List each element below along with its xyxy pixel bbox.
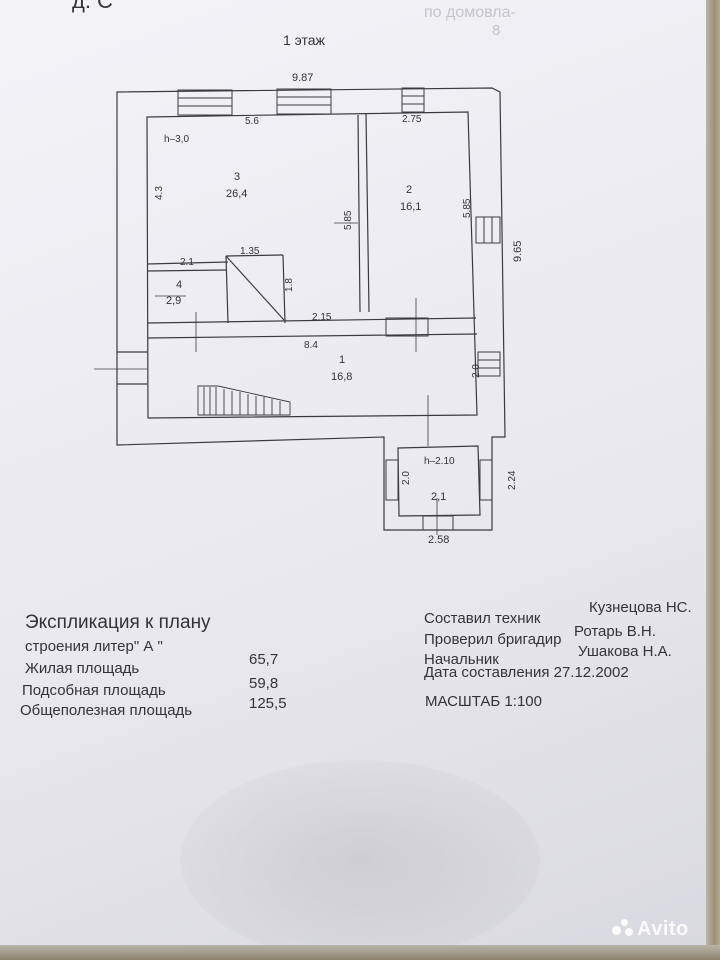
dim-room2-width: 2.75 (402, 114, 422, 125)
compiled-by-label: Составил техник (424, 610, 541, 627)
room-3-number: 3 (234, 171, 240, 183)
explication-title: Экспликация к плану (25, 612, 211, 633)
dim-hall-depth: 2.0 (471, 364, 482, 378)
dim-room3-width: 5.6 (245, 116, 259, 127)
dim-corridor-width: 2.15 (312, 312, 332, 323)
dim-overall-width: 9.87 (292, 72, 313, 84)
living-area-value: 65,7 (249, 651, 279, 668)
checked-by-name: Ротарь В.Н. (574, 623, 656, 640)
dim-porch-depth: 2.0 (401, 471, 412, 485)
staircase (197, 385, 291, 416)
windows (177, 87, 501, 531)
table-edge-bottom (0, 945, 720, 960)
dim-porch-height: h–2.10 (424, 456, 455, 467)
top-cut-text: д. С (72, 0, 113, 13)
room-4-area: 2,9 (166, 295, 181, 307)
chief-name: Ушакова Н.А. (578, 643, 672, 660)
floor-plan: 3 26,4 2 16,1 4 2,9 1 16,8 2,1 9.87 5.6 … (94, 72, 524, 546)
room-1-area: 16,8 (331, 371, 352, 383)
dim-room3-depth: 4.3 (154, 186, 165, 200)
dim-porch-width: 2.58 (428, 534, 449, 546)
scale-label: МАСШТАБ 1:100 (425, 693, 542, 710)
total-area-value: 125,5 (249, 695, 287, 712)
porch-area: 2,1 (431, 491, 446, 503)
dim-stair-depth: 1.8 (284, 278, 295, 292)
room-2-number: 2 (406, 184, 412, 196)
dim-overall-depth: 9.65 (512, 241, 524, 262)
explication-subtitle: строения литер" А " (25, 638, 163, 655)
avito-watermark: Avito (612, 918, 689, 941)
avito-brand-text: Avito (637, 918, 689, 940)
room-3-area: 26,4 (226, 188, 247, 200)
paper-sheet (0, 0, 706, 945)
chief-label: Начальник (424, 651, 499, 668)
dim-porch-depth-outer: 2.24 (507, 470, 518, 490)
utility-area-label: Подсобная площадь (22, 682, 166, 699)
faded-note-line-1: по домовла- (424, 4, 516, 21)
dim-hall-width: 8.4 (304, 340, 318, 351)
floor-title: 1 этаж (283, 32, 325, 48)
dim-inner-wall: 5.85 (343, 210, 354, 230)
dim-room4-width: 2.1 (180, 257, 194, 268)
compile-date: Дата составления 27.12.2002 (424, 664, 629, 681)
dimension-lines (94, 222, 438, 535)
room-4-number: 4 (176, 279, 182, 291)
dim-stair-width: 1.35 (240, 246, 260, 257)
room-1-number: 1 (339, 354, 345, 366)
compiled-by-name: Кузнецова НС. (589, 599, 692, 616)
living-area-label: Жилая площадь (25, 660, 140, 677)
plan-walls (116, 87, 506, 531)
utility-area-value: 59,8 (249, 675, 279, 692)
room-2-area: 16,1 (400, 201, 421, 213)
dim-room2-depth: 5.85 (462, 198, 473, 218)
total-area-label: Общеполезная площадь (20, 702, 193, 719)
dim-room3-height: h–3,0 (164, 134, 189, 145)
table-edge-right (706, 0, 720, 960)
avito-logo-icon (612, 918, 634, 938)
faded-note-line-2: 8 (492, 22, 501, 39)
checked-by-label: Проверил бригадир (424, 631, 562, 648)
photo-shadow (180, 760, 540, 960)
